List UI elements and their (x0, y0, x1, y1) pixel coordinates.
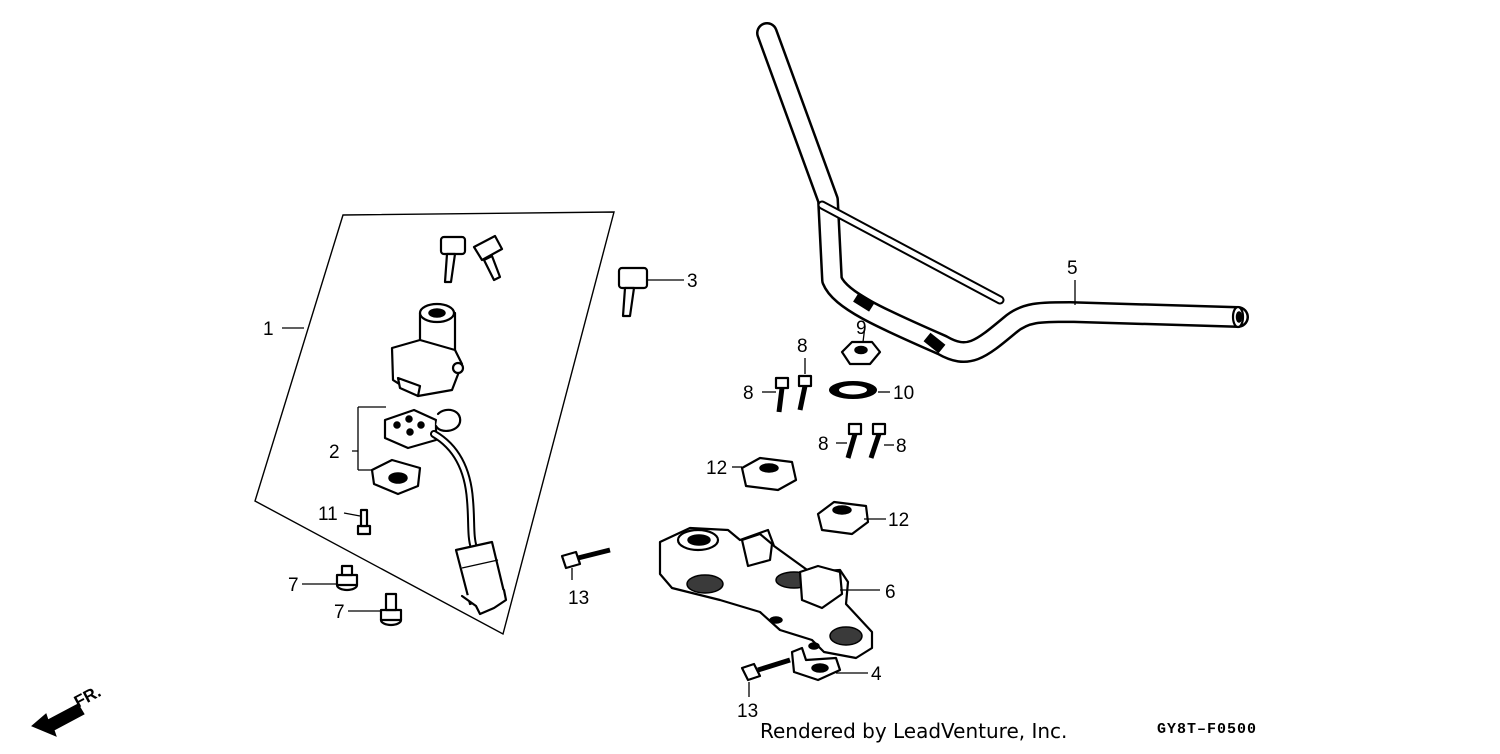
callout-labels: 1 2 3 4 5 6 7 7 8 8 8 8 9 10 11 12 12 13… (263, 258, 1078, 722)
callout-12a: 12 (706, 458, 727, 479)
callout-10: 10 (893, 383, 914, 404)
bolt-8d (868, 422, 887, 459)
screw-11 (356, 508, 372, 536)
callout-11: 11 (318, 504, 338, 525)
contact-base (370, 408, 462, 496)
bolt-13b (740, 657, 791, 682)
callout-8b: 8 (797, 336, 808, 357)
callout-8c: 8 (818, 434, 829, 455)
bolt-7b (379, 592, 403, 627)
top-bridge-6 (658, 526, 874, 660)
bolt-13a (560, 547, 611, 570)
render-credit: Rendered by LeadVenture, Inc. (760, 719, 1067, 743)
bolt-8c (845, 422, 863, 459)
leader-lines (282, 279, 1076, 697)
callout-9: 9 (856, 318, 867, 339)
callout-3: 3 (687, 271, 698, 292)
callout-8d: 8 (896, 436, 907, 457)
holder-upper-12a (740, 456, 798, 492)
callout-1: 1 (263, 319, 274, 340)
bolt-8b (797, 374, 813, 411)
callout-12b: 12 (888, 510, 909, 531)
callout-2: 2 (329, 442, 340, 463)
callout-13b: 13 (737, 701, 758, 722)
diagram-code: GY8T–F0500 (1157, 721, 1257, 738)
wire-harness (430, 430, 508, 616)
callout-5: 5 (1067, 258, 1078, 279)
key-single (617, 266, 649, 318)
callout-6: 6 (885, 582, 896, 603)
ignition-kit-frame (254, 211, 615, 636)
washer-10 (829, 381, 877, 399)
clamp-4 (790, 646, 842, 682)
keys-pair (439, 234, 504, 284)
bolt-8a (774, 376, 790, 413)
callout-4: 4 (871, 664, 882, 685)
bolt-7a (335, 564, 359, 592)
callout-7b: 7 (334, 602, 345, 623)
holder-upper-12b (816, 500, 870, 536)
handlebar (756, 22, 1249, 363)
ignition-switch-body (390, 302, 465, 398)
nut-9 (840, 340, 882, 366)
callout-8a: 8 (743, 383, 754, 404)
callout-7a: 7 (288, 575, 299, 596)
callout-13a: 13 (568, 588, 589, 609)
front-direction-arrow: FR. (31, 682, 104, 737)
arrow-icon (31, 703, 85, 737)
